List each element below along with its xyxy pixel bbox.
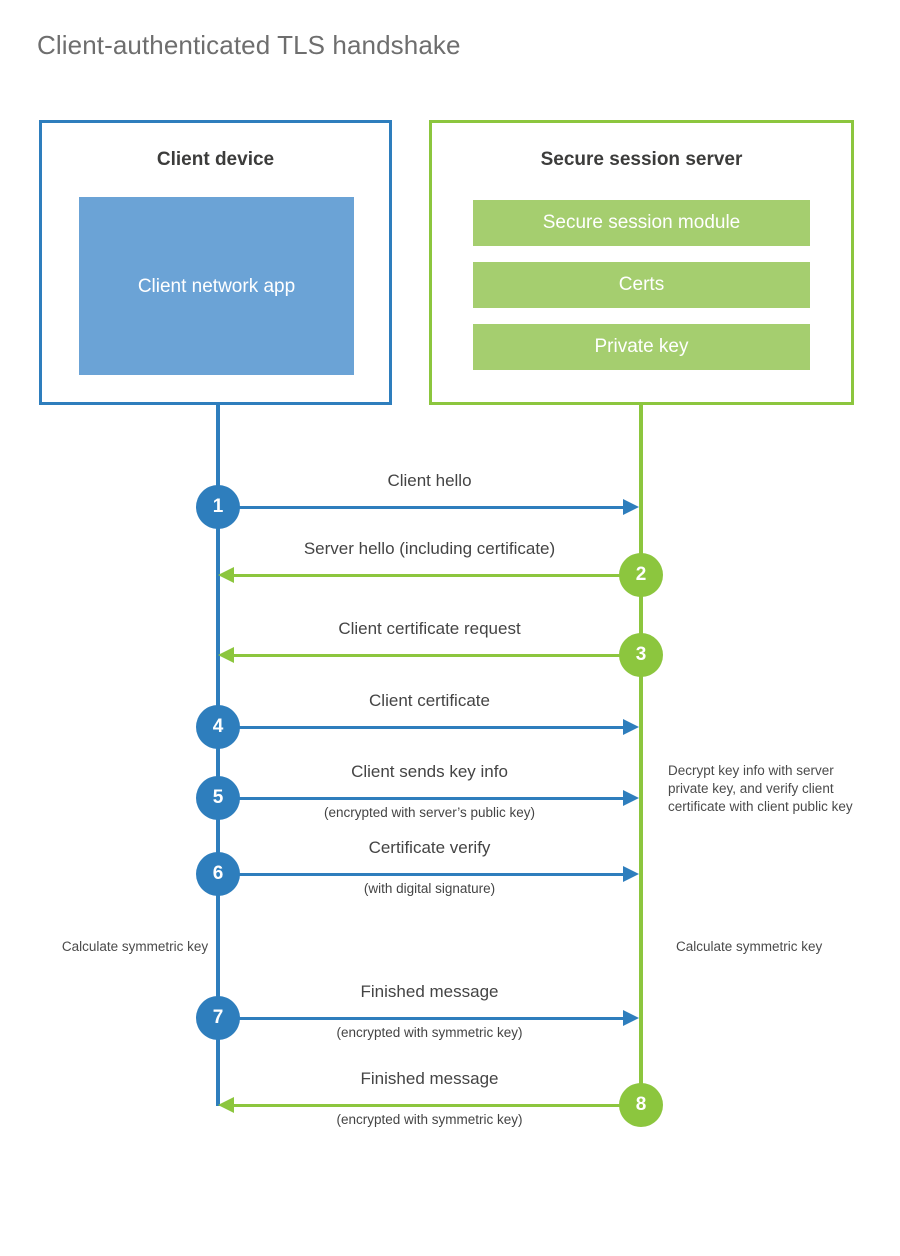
client-device-box: Client device Client network app (39, 120, 392, 405)
message-sublabel-6: (with digital signature) (363, 881, 496, 896)
message-label-3: Client certificate request (338, 619, 521, 638)
arrowhead-left-icon (218, 647, 234, 663)
step-circle-4[interactable]: 4 (196, 705, 240, 749)
message-label-6: Certificate verify (368, 838, 491, 857)
arrowhead-right-icon (623, 866, 639, 882)
arrowhead-left-icon (218, 567, 234, 583)
step-circle-3[interactable]: 3 (619, 633, 663, 677)
arrowhead-right-icon (623, 719, 639, 735)
server-lifeline (639, 403, 643, 1106)
server-block-private-key: Private key (473, 324, 810, 370)
message-sublabel-8: (encrypted with symmetric key) (336, 1112, 523, 1127)
message-line-4 (218, 726, 625, 729)
server-block-secure-session-module: Secure session module (473, 200, 810, 246)
page-title: Client-authenticated TLS handshake (37, 30, 461, 60)
client-device-title: Client device (156, 149, 275, 170)
note-decrypt-key-info: Decrypt key info with server private key… (668, 763, 853, 814)
message-line-7 (218, 1017, 625, 1020)
message-line-1 (218, 506, 625, 509)
server-component-list: Secure session module Certs Private key (473, 200, 810, 370)
client-network-app-block: Client network app (79, 197, 354, 375)
arrowhead-right-icon (623, 499, 639, 515)
message-line-6 (218, 873, 625, 876)
step-circle-7[interactable]: 7 (196, 996, 240, 1040)
step-circle-5[interactable]: 5 (196, 776, 240, 820)
message-label-1: Client hello (387, 471, 472, 490)
step-circle-2[interactable]: 2 (619, 553, 663, 597)
step-circle-1[interactable]: 1 (196, 485, 240, 529)
server-block-certs: Certs (473, 262, 810, 308)
secure-session-server-title: Secure session server (540, 149, 743, 170)
message-label-5: Client sends key info (351, 762, 508, 781)
arrowhead-left-icon (218, 1097, 234, 1113)
note-calculate-symmetric-key-server: Calculate symmetric key (676, 939, 823, 954)
message-line-8 (234, 1104, 641, 1107)
step-circle-8[interactable]: 8 (619, 1083, 663, 1127)
client-lifeline (216, 403, 220, 1106)
message-sublabel-7: (encrypted with symmetric key) (336, 1025, 523, 1040)
message-line-2 (234, 574, 641, 577)
message-label-4: Client certificate (369, 691, 490, 710)
arrowhead-right-icon (623, 790, 639, 806)
message-sublabel-5: (encrypted with server’s public key) (323, 805, 536, 820)
message-label-2: Server hello (including certificate) (303, 539, 556, 558)
secure-session-server-box: Secure session server Secure session mod… (429, 120, 854, 405)
message-line-3 (234, 654, 641, 657)
message-label-7: Finished message (360, 982, 499, 1001)
step-circle-6[interactable]: 6 (196, 852, 240, 896)
message-line-5 (218, 797, 625, 800)
note-calculate-symmetric-key-client: Calculate symmetric key (61, 939, 209, 954)
arrowhead-right-icon (623, 1010, 639, 1026)
message-label-8: Finished message (360, 1069, 499, 1088)
